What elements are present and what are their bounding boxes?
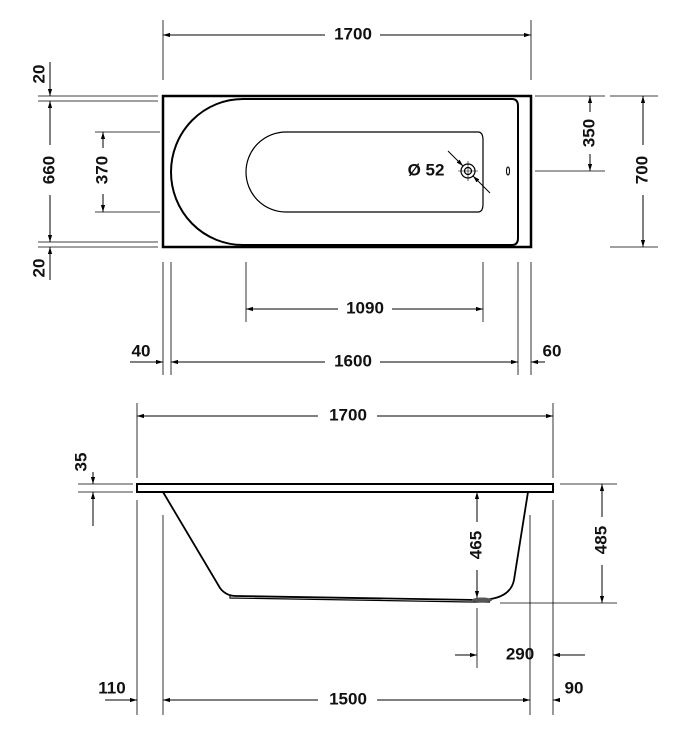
dim-right-offset: 90	[565, 678, 584, 697]
dim-drain-from-end: 290	[506, 644, 534, 663]
dim-inner-depth: 465	[466, 531, 485, 559]
dim-rim-right: 60	[543, 341, 562, 360]
side-view: 1700 35 465 485 290 110 1500 90	[71, 403, 617, 715]
drain-icon	[447, 150, 491, 194]
dim-drain-offset: 350	[579, 119, 598, 147]
overflow-icon	[506, 166, 510, 176]
tub-body	[162, 491, 529, 601]
dim-rim-top: 20	[29, 65, 48, 84]
dim-side-height: 485	[591, 526, 610, 554]
dim-inner-width: 660	[39, 156, 58, 184]
dim-basin-length: 1090	[346, 298, 384, 317]
dim-top-width: 700	[632, 156, 651, 184]
dim-rim-bottom: 20	[29, 259, 48, 278]
drain-outlet-icon	[472, 597, 492, 603]
dim-rim-thickness: 35	[71, 453, 90, 472]
dim-basin-width: 370	[92, 156, 111, 184]
tub-rim-inner	[170, 98, 519, 246]
dim-inner-length: 1600	[334, 351, 372, 370]
dim-bottom-length: 1500	[329, 689, 367, 708]
dim-drain-diameter: Ø 52	[408, 160, 445, 179]
dim-left-offset: 110	[98, 678, 125, 697]
dim-top-length: 1700	[334, 24, 372, 43]
top-view: Ø 52 1700 20 660 20 370 350	[29, 20, 658, 375]
dim-rim-left: 40	[132, 341, 151, 360]
tub-rim	[136, 483, 554, 493]
tub-outline	[161, 94, 533, 249]
dim-side-length: 1700	[329, 405, 367, 424]
basin-floor	[245, 131, 484, 213]
